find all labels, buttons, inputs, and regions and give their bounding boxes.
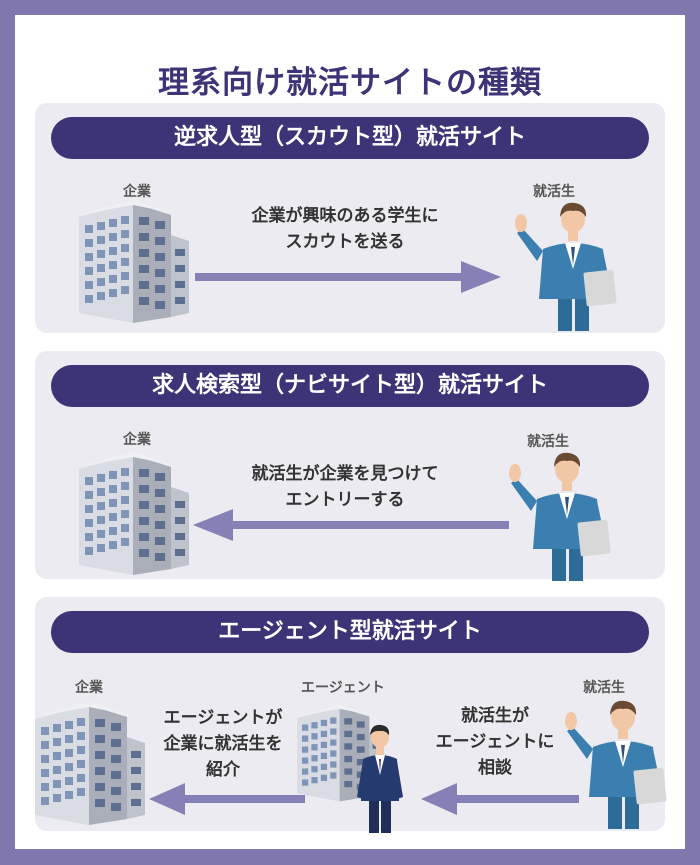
message-line: スカウトを送る [285,232,405,252]
student-person-icon [515,202,617,331]
section-navi-type: 求人検索型（ナビサイト型）就活サイト 企業 就活生 就活生が企業を見つけて エン… [35,351,665,581]
company-label: 企業 [75,680,103,696]
company-building-icon [77,200,189,323]
message-line: エントリーする [285,490,405,510]
page-title: 理系向け就活サイトの種類 [158,65,542,101]
student-label: 就活生 [527,434,569,450]
arrow-left-icon [193,509,509,541]
arrow-left-icon [149,783,305,815]
student-label: 就活生 [583,680,625,696]
company-building-icon [77,452,189,575]
company-label: 企業 [123,432,151,448]
agent-person-icon [357,724,403,833]
section-scout-type: 逆求人型（スカウト型）就活サイト 企業 就活生 企業が興味のある学生に スカウト… [35,103,665,333]
student-label: 就活生 [533,184,575,200]
company-building-icon [33,702,145,825]
scout-message: 企業が興味のある学生に スカウトを送る [205,203,485,255]
entry-message: 就活生が企業を見つけて エントリーする [205,461,485,513]
message-line: エージェントに [435,732,555,752]
infographic-page: 理系向け就活サイトの種類 逆求人型（スカウト型）就活サイト 企業 就活生 企業が… [15,15,685,849]
section-banner-navi: 求人検索型（ナビサイト型）就活サイト [51,365,649,407]
message-line: 企業が興味のある学生に [251,206,439,226]
section-agent-type: エージェント型就活サイト 企業 エージェント 就活生 エージェントが 企業に就活… [33,597,667,833]
message-line: 就活生が企業を見つけて [251,464,439,484]
agent-introduce-message: エージェントが 企業に就活生を 紹介 [153,705,293,783]
section-banner-scout: 逆求人型（スカウト型）就活サイト [51,117,649,159]
message-line: 相談 [478,758,512,778]
arrow-right-icon [195,261,501,293]
company-label: 企業 [123,184,151,200]
agent-label: エージェント [301,680,385,696]
section-banner-agent: エージェント型就活サイト [51,611,649,653]
arrow-left-icon [421,783,579,815]
student-consult-message: 就活生が エージェントに 相談 [430,703,560,781]
student-person-icon [565,700,667,829]
message-line: 就活生が [461,706,529,726]
message-line: 企業に就活生を [163,734,283,754]
message-line: エージェントが [163,708,283,728]
student-person-icon [509,452,611,581]
message-line: 紹介 [206,760,240,780]
